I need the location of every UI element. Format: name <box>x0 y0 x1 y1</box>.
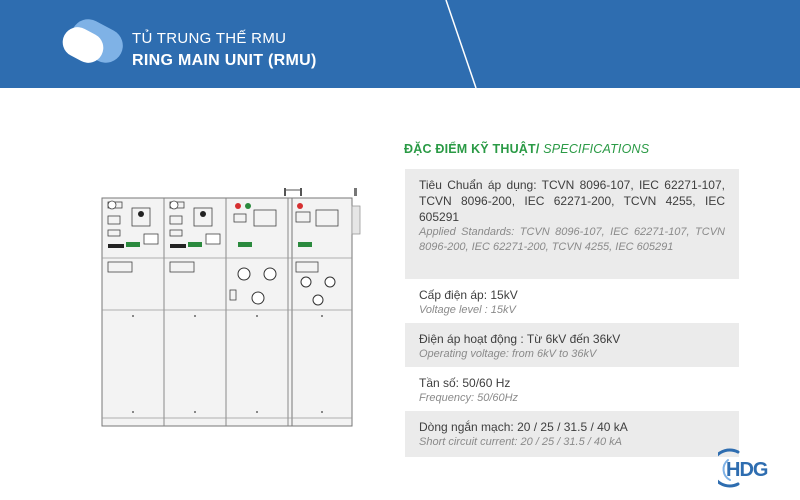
spec-item-standards: Tiêu Chuẩn áp dụng: TCVN 8096-107, IEC 6… <box>405 169 739 279</box>
header-banner: TỦ TRUNG THẾ RMU RING MAIN UNIT (RMU) <box>0 0 800 88</box>
spec-item-english: Frequency: 50/60Hz <box>419 392 519 404</box>
spec-item-vietnamese: Điện áp hoạt động : Từ 6kV đến 36kV <box>419 332 621 346</box>
page-title-english: RING MAIN UNIT (RMU) <box>132 52 317 69</box>
spec-item-english: Short circuit current: 20 / 25 / 31.5 / … <box>419 436 622 448</box>
spec-item-english: Voltage level : 15kV <box>419 304 516 316</box>
specifications-heading-vietnamese: ĐẶC ĐIỂM KỸ THUẬT/ <box>404 142 540 156</box>
spec-item-short-circuit-current: Dòng ngắn mạch: 20 / 25 / 31.5 / 40 kA S… <box>405 411 739 457</box>
specifications-heading: ĐẶC ĐIỂM KỸ THUẬT/ SPECIFICATIONS <box>404 142 649 156</box>
brand-mark-icon <box>62 19 123 63</box>
rmu-cabinet-drawing <box>101 188 361 427</box>
spec-item-english: Applied Standards: TCVN 8096-107, IEC 62… <box>419 226 725 253</box>
header-decoration <box>445 0 477 88</box>
spec-item-vietnamese: Dòng ngắn mạch: 20 / 25 / 31.5 / 40 kA <box>419 420 628 434</box>
hdg-logo: HDG <box>718 448 769 488</box>
spec-item-frequency: Tần số: 50/60 Hz Frequency: 50/60Hz <box>405 367 739 411</box>
spec-item-operating-voltage: Điện áp hoạt động : Từ 6kV đến 36kV Oper… <box>405 323 739 367</box>
spec-item-vietnamese: Cấp điện áp: 15kV <box>419 288 518 302</box>
spec-item-voltage-level: Cấp điện áp: 15kV Voltage level : 15kV <box>405 279 739 323</box>
page-title-vietnamese: TỦ TRUNG THẾ RMU <box>132 30 287 47</box>
spec-item-vietnamese: Tần số: 50/60 Hz <box>419 376 511 390</box>
specifications-list: Tiêu Chuẩn áp dụng: TCVN 8096-107, IEC 6… <box>405 169 739 457</box>
brand-name: HDG <box>726 459 768 481</box>
spec-item-vietnamese: Tiêu Chuẩn áp dụng: TCVN 8096-107, IEC 6… <box>419 178 725 224</box>
spec-item-english: Operating voltage: from 6kV to 36kV <box>419 348 597 360</box>
specifications-heading-english: SPECIFICATIONS <box>539 142 650 156</box>
